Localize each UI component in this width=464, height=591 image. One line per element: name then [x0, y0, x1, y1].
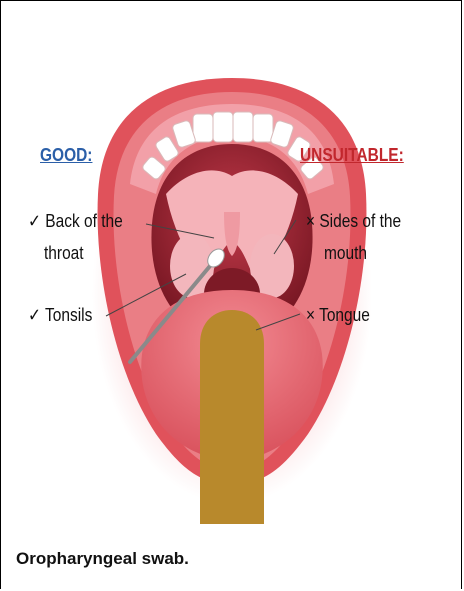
mouth-diagram: GOOD: ✓ Back of the throat ✓ Tonsils UNS…: [6, 44, 458, 524]
good-item-label: Tonsils: [45, 305, 92, 325]
cross-icon: ×: [306, 211, 315, 231]
good-item-back-of-throat: ✓ Back of the: [28, 208, 123, 234]
check-icon: ✓: [28, 305, 41, 325]
check-icon: ✓: [28, 211, 41, 231]
mouth-illustration: [6, 44, 458, 524]
unsuitable-item-label-line1: Sides of the: [319, 211, 401, 231]
unsuitable-item-label: Tongue: [319, 305, 370, 325]
figure-caption: Oropharyngeal swab.: [16, 549, 189, 569]
unsuitable-item-tongue: × Tongue: [306, 302, 370, 328]
cross-icon: ×: [306, 305, 315, 325]
good-item-label-line1: Back of the: [45, 211, 122, 231]
good-item-tonsils: ✓ Tonsils: [28, 302, 92, 328]
unsuitable-item-label-line2: mouth: [324, 240, 367, 266]
tongue-depressor: [200, 310, 264, 524]
unsuitable-heading: UNSUITABLE:: [300, 142, 404, 168]
good-heading: GOOD:: [40, 142, 92, 168]
good-item-label-line2: throat: [44, 240, 84, 266]
unsuitable-item-sides-of-mouth: × Sides of the: [306, 208, 401, 234]
